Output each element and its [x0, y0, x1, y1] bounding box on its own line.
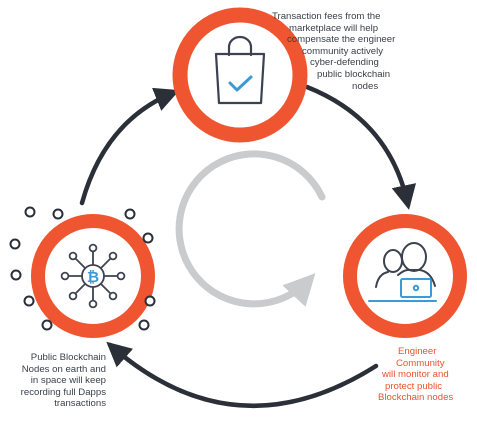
arrow-top-to-right — [304, 84, 416, 210]
engineer-community-node — [343, 214, 467, 338]
caption-marketplace: Transaction fees from the marketplace wi… — [272, 11, 395, 92]
caption-line: in space will keep — [30, 375, 106, 387]
caption-line: protect public — [385, 380, 443, 392]
caption-line: public blockchain — [317, 68, 391, 80]
caption-line: marketplace will help — [289, 22, 379, 34]
caption-line: cyber-defending — [310, 57, 379, 69]
caption-line: Community — [396, 357, 445, 369]
caption-line: Public Blockchain — [30, 352, 106, 363]
engineers-laptop-icon — [368, 242, 437, 302]
shopping-bag-check-icon — [214, 35, 266, 105]
caption-engineer-community: Engineer Community will monitor and prot… — [378, 346, 453, 404]
bitcoin-symbol: ₿ — [87, 268, 99, 286]
marketplace-node — [172, 7, 308, 143]
caption-line: will monitor and — [382, 369, 449, 381]
caption-blockchain-nodes: Public Blockchain Nodes on earth and in … — [6, 352, 106, 410]
caption-line: transactions — [54, 398, 106, 410]
arrow-right-to-left — [106, 341, 379, 409]
center-cycle-arrow — [175, 150, 326, 308]
caption-line: compensate the engineer — [287, 34, 396, 46]
caption-line: community actively — [302, 45, 384, 57]
satellite-dots — [9, 206, 156, 331]
arrow-left-to-top — [79, 87, 180, 206]
caption-line: Engineer — [398, 346, 437, 357]
marketplace-ring — [172, 7, 308, 143]
bitcoin-network-icon: ₿ — [60, 243, 126, 309]
caption-line: Blockchain nodes — [378, 392, 454, 404]
caption-line: recording full Dapps — [20, 386, 106, 398]
caption-line: nodes — [352, 80, 379, 92]
caption-line: Transaction fees from the — [272, 11, 381, 22]
caption-line: Nodes on earth and — [21, 363, 106, 375]
engineer-ring — [343, 214, 467, 338]
blockchain-nodes-node: ₿ — [9, 206, 156, 338]
